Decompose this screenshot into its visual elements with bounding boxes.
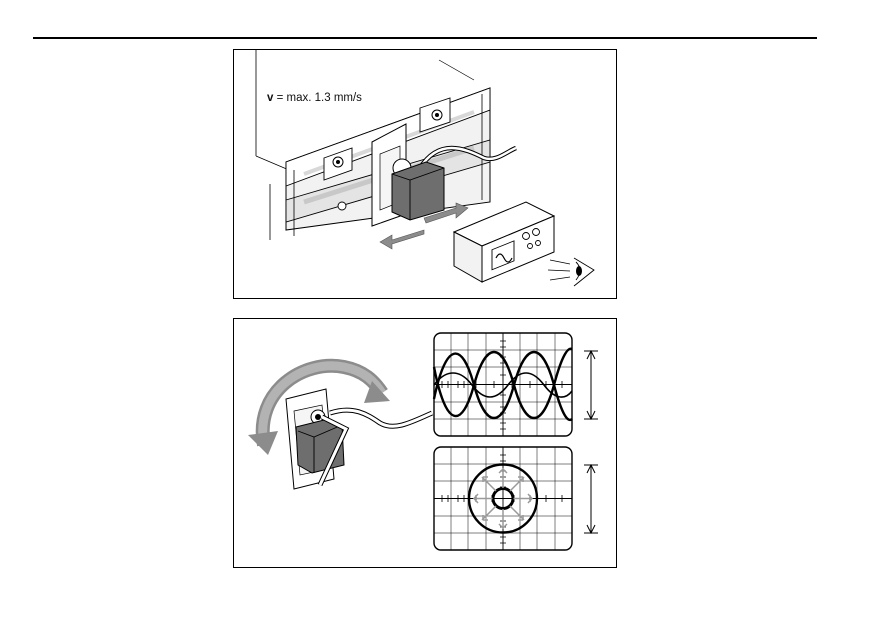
oscilloscope-screen-sine — [434, 333, 572, 436]
scale-mounting-illustration — [234, 50, 616, 298]
arrow-left — [380, 230, 424, 249]
machine-edge — [256, 50, 270, 240]
amplitude-marker-bottom — [584, 465, 598, 533]
screw-lower — [338, 202, 346, 210]
amplitude-marker-top — [584, 351, 598, 419]
oscilloscope-device — [454, 202, 554, 282]
signal-adjustment-illustration — [234, 319, 616, 567]
figure-signal-adjustment — [233, 318, 617, 568]
eye-icon — [548, 258, 594, 286]
figure-mounting-speed: v = max. 1.3 mm/s — [233, 49, 617, 299]
read-head-rotated — [286, 389, 344, 489]
oscilloscope-screen-circles — [434, 447, 572, 550]
top-rule — [33, 37, 817, 39]
